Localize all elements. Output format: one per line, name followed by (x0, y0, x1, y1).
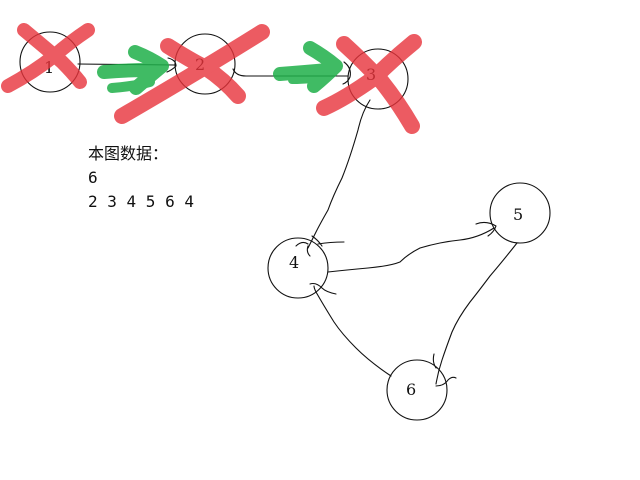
node-6-label: 6 (406, 380, 416, 399)
data-block: 本图数据： 6 2 3 4 5 6 4 (88, 142, 194, 214)
node-5-circle (489, 182, 551, 244)
node-2-circle (174, 33, 236, 95)
cross-node-3-stroke-b (316, 34, 422, 116)
cross-node-1-stroke-b (1, 23, 95, 93)
edge-2-3 (232, 68, 349, 77)
cross-node-2-stroke-b (114, 24, 270, 124)
edge-3-4 (307, 99, 371, 249)
edge-6-4 (313, 285, 392, 377)
node-4-label: 4 (289, 253, 299, 272)
node-6-circle (386, 359, 448, 421)
node-5-label: 5 (513, 205, 523, 224)
edge-4-5 (327, 227, 495, 273)
edge-4-5-arrowhead (475, 221, 497, 237)
edge-5-6 (435, 242, 518, 385)
edge-2-3-arrowhead (342, 61, 351, 85)
green-arrow-2-3-tail (288, 72, 330, 84)
edge-6-4-arrowhead (309, 282, 337, 295)
green-arrow-1-2-tail (107, 77, 155, 93)
node-4-circle (267, 237, 329, 299)
node-3-circle (347, 48, 409, 110)
data-block-title: 本图数据： (88, 144, 169, 163)
edge-1-2-arrowhead (166, 57, 177, 73)
cross-node-1-stroke-a (17, 23, 87, 89)
node-1-circle (19, 31, 81, 93)
data-block-line2: 2 3 4 5 6 4 (88, 192, 194, 211)
cross-node-3-stroke-a (336, 36, 420, 134)
edge-3-4-arrowhead (295, 235, 345, 257)
edge-5-6-arrowhead (432, 353, 457, 387)
data-block-line1: 6 (88, 168, 98, 187)
